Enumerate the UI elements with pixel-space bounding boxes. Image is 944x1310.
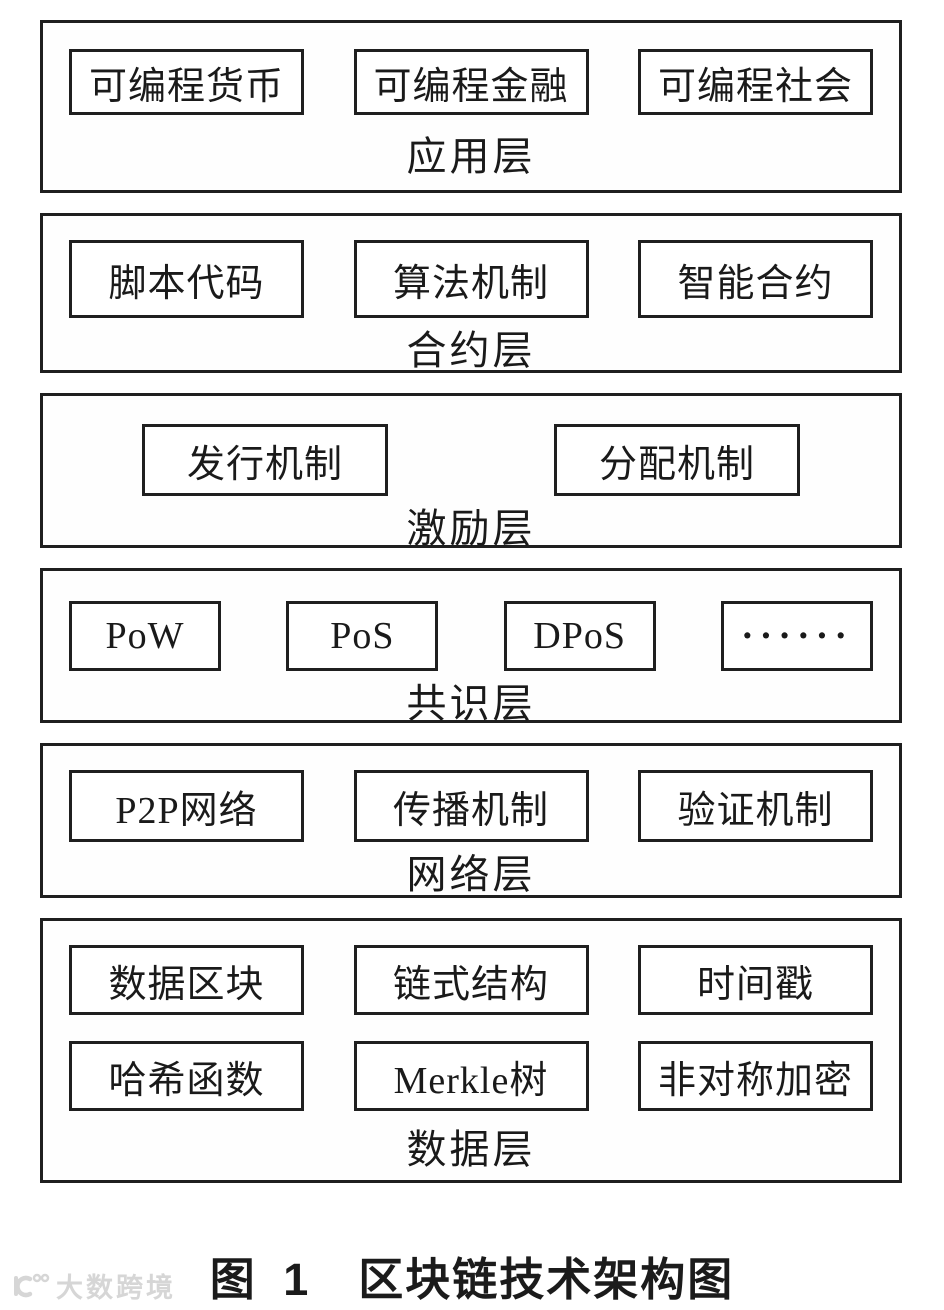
box-script-code: 脚本代码 — [69, 240, 304, 318]
box-issuance-mechanism: 发行机制 — [142, 424, 388, 496]
figure-caption: 图 1 区块链技术架构图 — [0, 1243, 944, 1308]
layer-incentive-boxes: 发行机制 分配机制 — [69, 424, 873, 496]
box-programmable-finance: 可编程金融 — [353, 49, 589, 115]
layer-data-boxes-row1: 数据区块 链式结构 时间戳 — [69, 945, 873, 1015]
box-smart-contract: 智能合约 — [638, 240, 873, 318]
box-ellipsis: ······ — [720, 601, 873, 671]
box-pos: PoS — [286, 601, 439, 671]
box-verification-mechanism: 验证机制 — [638, 770, 873, 842]
layer-label-network: 网络层 — [406, 852, 536, 897]
box-timestamp: 时间戳 — [638, 945, 873, 1015]
layer-label-consensus: 共识层 — [406, 681, 536, 726]
box-pow: PoW — [69, 601, 221, 671]
layer-label-application: 应用层 — [406, 133, 536, 179]
layer-application: 可编程货币 可编程金融 可编程社会 应用层 — [40, 20, 902, 193]
layer-contract: 脚本代码 算法机制 智能合约 合约层 — [40, 213, 902, 373]
watermark-logo-icon — [14, 1273, 50, 1297]
layer-label-incentive: 激励层 — [406, 506, 536, 551]
box-data-block: 数据区块 — [69, 945, 304, 1015]
layer-network-boxes: P2P网络 传播机制 验证机制 — [69, 770, 873, 842]
box-asymmetric-encryption: 非对称加密 — [638, 1041, 873, 1111]
layer-data-boxes-row2: 哈希函数 Merkle树 非对称加密 — [69, 1041, 873, 1111]
watermark-text: 大数跨境 — [56, 1273, 176, 1303]
layer-contract-boxes: 脚本代码 算法机制 智能合约 — [69, 240, 873, 318]
layer-consensus-boxes: PoW PoS DPoS ······ — [69, 601, 873, 671]
layer-label-data: 数据层 — [406, 1126, 536, 1172]
watermark: 大数跨境 — [10, 1266, 176, 1305]
layer-network: P2P网络 传播机制 验证机制 网络层 — [40, 743, 902, 898]
layer-data: 数据区块 链式结构 时间戳 哈希函数 Merkle树 非对称加密 数据层 — [40, 918, 902, 1183]
box-algorithm-mechanism: 算法机制 — [353, 240, 589, 318]
architecture-diagram: 可编程货币 可编程金融 可编程社会 应用层 脚本代码 算法机制 智能合约 合约层… — [40, 20, 902, 1183]
box-distribution-mechanism: 分配机制 — [554, 424, 800, 496]
figure-title: 区块链技术架构图 — [358, 1254, 735, 1305]
box-propagation-mechanism: 传播机制 — [353, 770, 589, 842]
layer-incentive: 发行机制 分配机制 激励层 — [40, 393, 902, 551]
box-hash-function: 哈希函数 — [69, 1041, 304, 1111]
layer-consensus: PoW PoS DPoS ······ 共识层 — [40, 568, 902, 726]
box-merkle-tree: Merkle树 — [353, 1041, 589, 1111]
box-programmable-currency: 可编程货币 — [69, 49, 304, 115]
box-p2p-network: P2P网络 — [69, 770, 304, 842]
box-programmable-society: 可编程社会 — [638, 49, 873, 115]
layer-label-contract: 合约层 — [406, 328, 536, 373]
figure-number: 图 1 — [209, 1254, 317, 1305]
box-dpos: DPoS — [503, 601, 656, 671]
box-chain-structure: 链式结构 — [353, 945, 589, 1015]
layer-application-boxes: 可编程货币 可编程金融 可编程社会 — [69, 49, 873, 115]
